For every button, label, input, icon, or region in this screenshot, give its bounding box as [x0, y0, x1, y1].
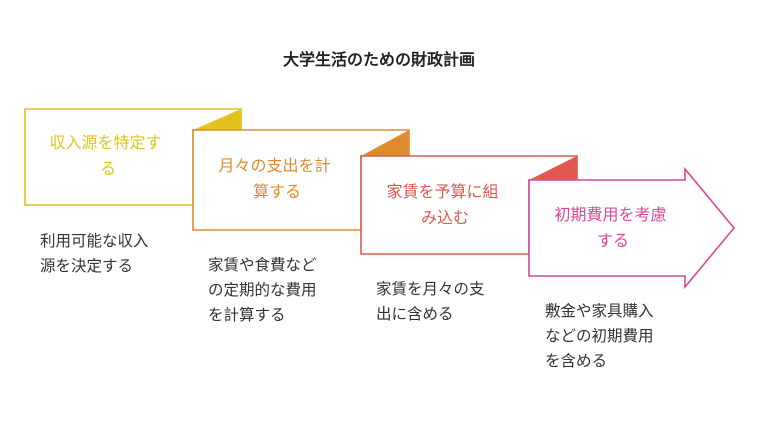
step-1-label: 収入源を特定す る [49, 133, 166, 178]
step-3-description-line-1: 家賃を月々の支 [376, 280, 485, 298]
step-4-label: 初期費用を考慮 する [554, 205, 671, 250]
step-4: 初期費用を考慮 する 敷金や家具購入 などの初期費用 を含める [528, 166, 736, 370]
step-3-description: 家賃を月々の支 出に含める [376, 280, 489, 323]
step-4-label-line-1: 初期費用を考慮 [554, 205, 666, 224]
step-2-label: 月々の支出を計 算する [218, 156, 335, 201]
step-2-description-line-2: の定期的な費用 [208, 281, 317, 299]
step-3-fold [529, 156, 577, 180]
step-2-label-line-1: 月々の支出を計 [218, 156, 330, 175]
step-3-description-line-2: 出に含める [376, 305, 454, 323]
step-4-label-line-2: する [597, 231, 629, 250]
step-1-description-line-2: 源を決定する [40, 257, 133, 275]
step-2-description: 家賃や食費など の定期的な費用 を計算する [208, 256, 321, 324]
step-4-description-line-1: 敷金や家具購入 [545, 301, 654, 320]
step-1: 収入源を特定す る 利用可能な収入 源を決定する [24, 108, 242, 275]
step-4-description-line-3: を含める [545, 352, 607, 370]
step-1-description-line-1: 利用可能な収入 [40, 232, 149, 250]
step-2-description-line-1: 家賃や食費など [208, 256, 317, 274]
step-2-label-line-2: 算する [253, 182, 301, 201]
step-3-label-line-2: み込む [421, 208, 469, 227]
step-4-description: 敷金や家具購入 などの初期費用 を含める [545, 301, 658, 370]
step-1-description: 利用可能な収入 源を決定する [40, 232, 153, 275]
step-4-description-line-2: などの初期費用 [545, 327, 654, 345]
diagram-title: 大学生活のための財政計画 [283, 50, 475, 69]
step-3-label-line-1: 家賃を予算に組 [386, 182, 498, 201]
step-2-fold [361, 130, 409, 156]
step-3-label: 家賃を予算に組 み込む [386, 182, 503, 227]
step-1-label-line-1: 収入源を特定す [49, 133, 161, 152]
step-1-label-line-2: る [100, 159, 116, 178]
step-1-fold [193, 109, 241, 130]
step-2: 月々の支出を計 算する 家賃や食費など の定期的な費用 を計算する [192, 129, 410, 324]
step-2-description-line-3: を計算する [208, 305, 286, 324]
step-3: 家賃を予算に組 み込む 家賃を月々の支 出に含める [360, 155, 578, 323]
step-4-arrow [528, 166, 736, 290]
